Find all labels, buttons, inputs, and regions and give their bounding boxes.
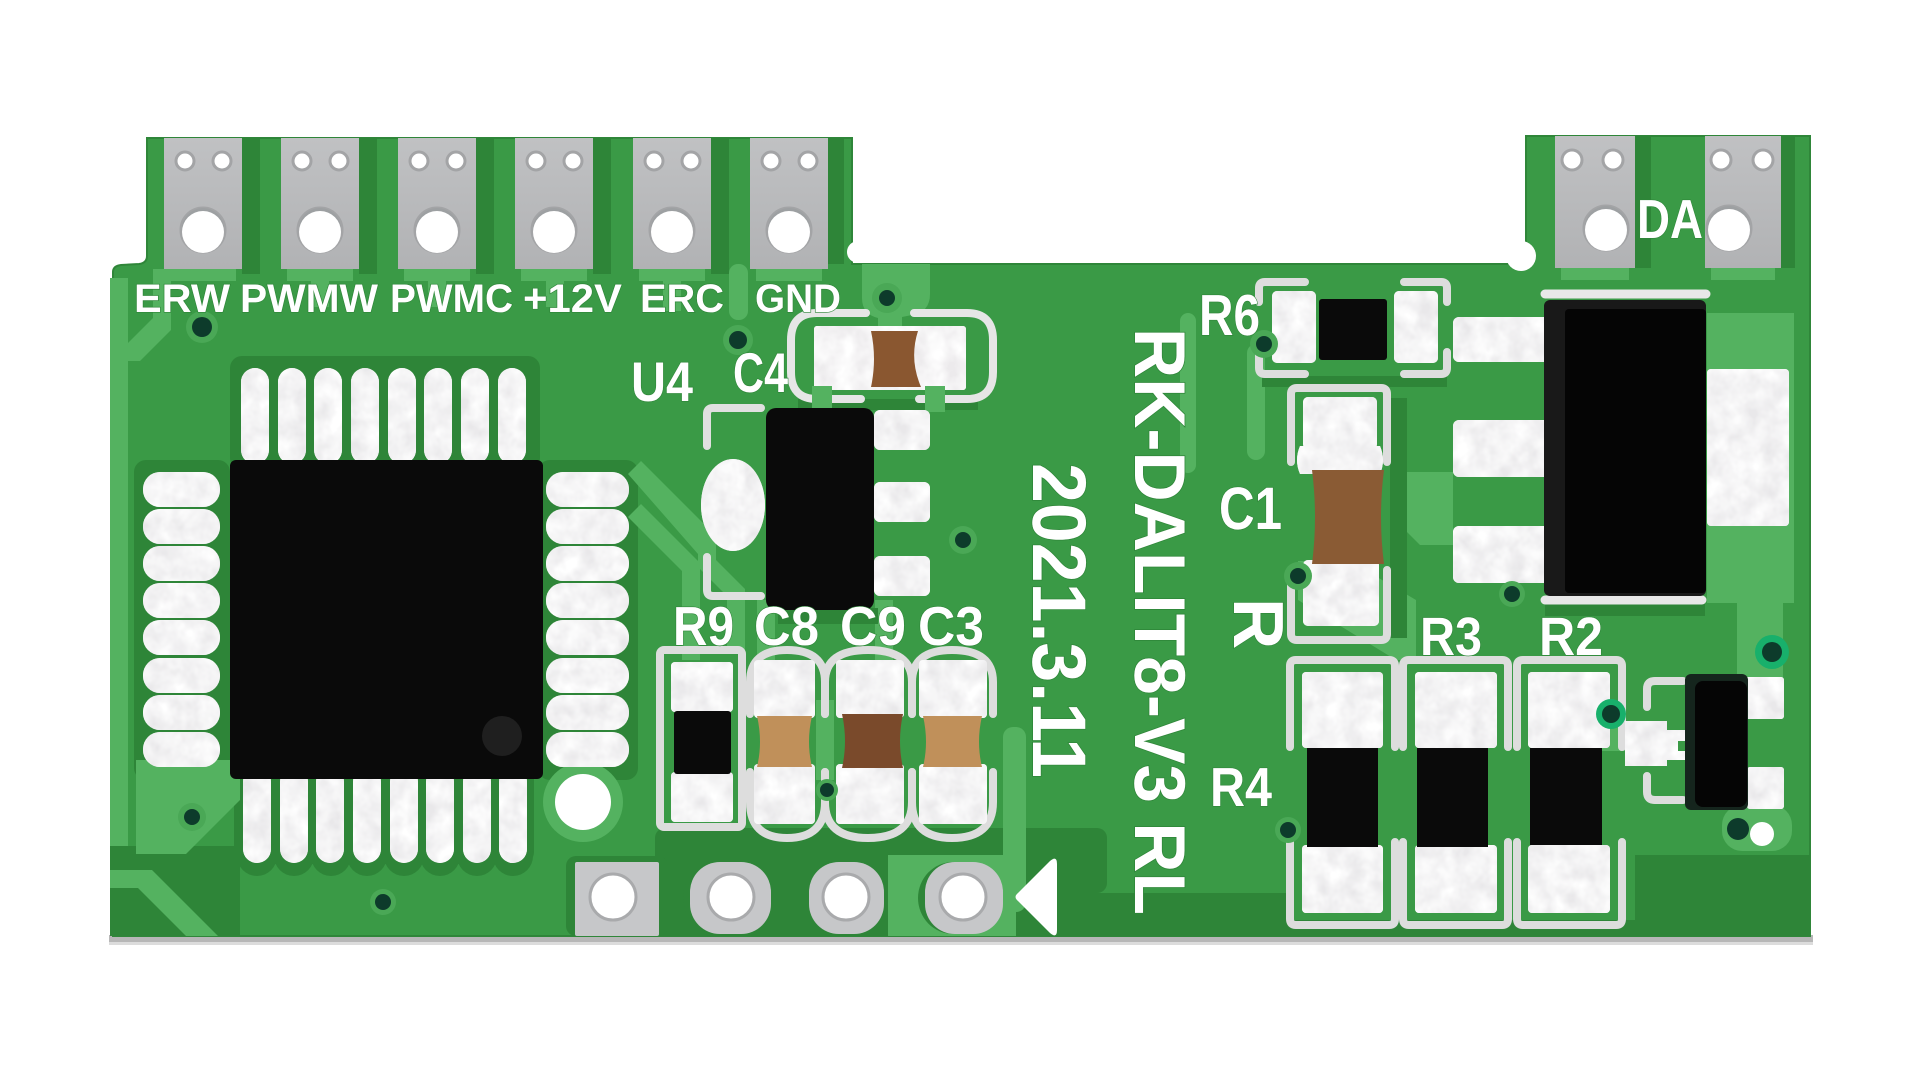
svg-text:R9: R9 xyxy=(673,595,734,657)
svg-text:R2: R2 xyxy=(1539,607,1603,667)
svg-text:2021.3.11: 2021.3.11 xyxy=(1016,463,1101,778)
svg-text:C3: C3 xyxy=(918,595,984,657)
svg-text:C8: C8 xyxy=(754,595,819,657)
svg-text:+12V: +12V xyxy=(523,277,622,321)
svg-text:GND: GND xyxy=(755,277,841,321)
svg-text:ERC: ERC xyxy=(640,277,724,321)
svg-text:C1: C1 xyxy=(1219,475,1282,542)
svg-text:R3: R3 xyxy=(1420,607,1482,667)
svg-text:RK-DALIT8-V3 RL: RK-DALIT8-V3 RL xyxy=(1119,328,1199,915)
svg-text:U4: U4 xyxy=(631,350,693,413)
svg-text:C4: C4 xyxy=(733,341,788,404)
svg-text:ERW: ERW xyxy=(134,277,230,321)
svg-text:R: R xyxy=(1218,598,1297,649)
svg-text:C9: C9 xyxy=(840,595,906,657)
svg-text:R4: R4 xyxy=(1210,756,1272,818)
svg-text:PWMC: PWMC xyxy=(390,277,513,321)
svg-text:PWMW: PWMW xyxy=(240,277,378,321)
svg-text:DA: DA xyxy=(1637,188,1703,250)
svg-text:R6: R6 xyxy=(1199,283,1260,348)
